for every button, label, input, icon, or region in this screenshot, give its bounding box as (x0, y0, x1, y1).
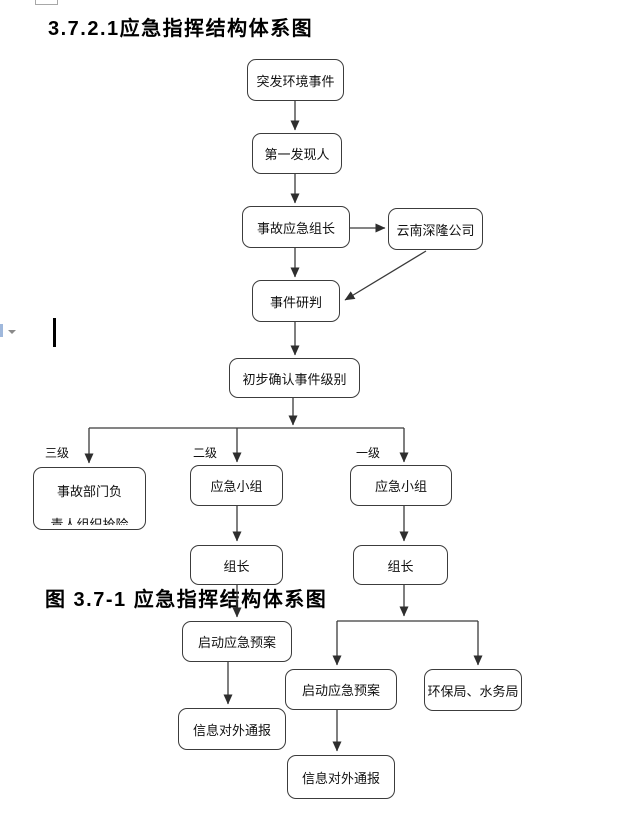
branch-label-level2: 二级 (193, 446, 218, 460)
node-label: 事故部门负 (56, 484, 122, 499)
node-report-level2[interactable]: 信息对外通报 (178, 708, 286, 750)
node-label: 初步确认事件级别 (242, 371, 347, 387)
node-label: 启动应急预案 (301, 683, 380, 698)
branch-label-level1: 一级 (356, 446, 381, 460)
node-bureaus[interactable]: 环保局、水务局 (424, 669, 522, 711)
figure-caption: 图 3.7-1 应急指挥结构体系图 (45, 589, 328, 611)
node-dept-rescue[interactable]: 事故部门负 责人组织抢险 (33, 467, 146, 530)
node-label-clipped: 责人组织抢险 (50, 517, 129, 525)
page-margin-fragment (35, 0, 58, 5)
node-team-head-level2[interactable]: 组长 (190, 545, 283, 585)
node-event-judgment[interactable]: 事件研判 (252, 280, 340, 322)
margin-dropdown-icon[interactable] (8, 330, 16, 334)
node-incident[interactable]: 突发环境事件 (247, 59, 344, 101)
node-confirm-level[interactable]: 初步确认事件级别 (229, 358, 360, 398)
node-first-discoverer[interactable]: 第一发现人 (252, 133, 342, 174)
node-label: 组长 (223, 558, 250, 574)
node-label: 突发环境事件 (256, 73, 335, 89)
node-label: 启动应急预案 (197, 635, 276, 650)
node-label: 组长 (387, 558, 414, 574)
margin-selection-mark (0, 324, 3, 337)
node-emergency-team-level2[interactable]: 应急小组 (190, 465, 283, 506)
node-label: 第一发现人 (264, 147, 330, 162)
node-label: 应急小组 (374, 479, 427, 494)
node-emergency-leader[interactable]: 事故应急组长 (242, 206, 350, 248)
node-company[interactable]: 云南深隆公司 (388, 208, 483, 250)
section-heading: 3.7.2.1应急指挥结构体系图 (48, 18, 314, 40)
node-label: 信息对外通报 (301, 770, 380, 786)
node-label: 应急小组 (210, 479, 263, 494)
node-label: 信息对外通报 (192, 722, 271, 738)
text-cursor (53, 318, 56, 347)
node-team-head-level1[interactable]: 组长 (353, 545, 448, 585)
node-start-plan-level1[interactable]: 启动应急预案 (285, 669, 397, 710)
branch-label-level3: 三级 (45, 446, 70, 460)
node-report-level1[interactable]: 信息对外通报 (287, 755, 395, 799)
node-label: 事件研判 (269, 294, 322, 310)
node-start-plan-level2[interactable]: 启动应急预案 (182, 621, 292, 662)
node-label: 环保局、水务局 (427, 683, 519, 699)
node-label: 云南深隆公司 (396, 222, 475, 238)
node-emergency-team-level1[interactable]: 应急小组 (350, 465, 452, 506)
node-label: 事故应急组长 (256, 220, 335, 236)
